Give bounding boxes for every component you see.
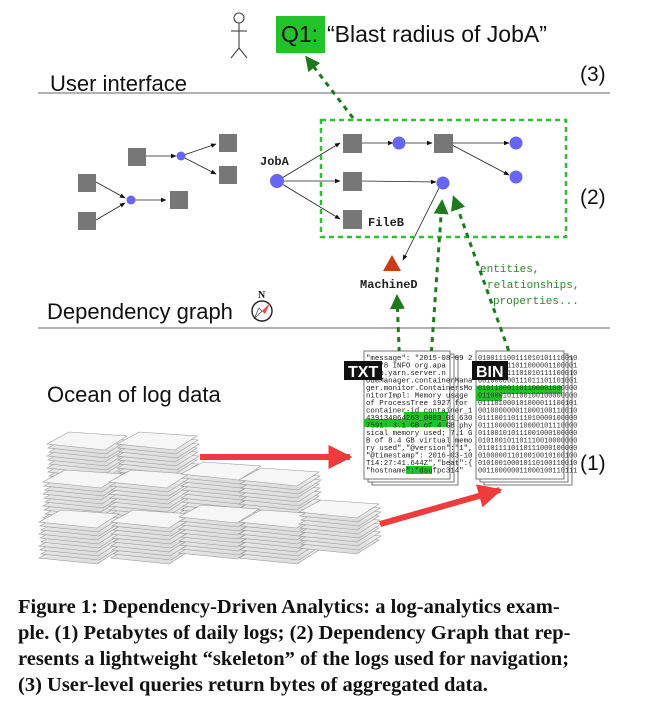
txt-log-line: doop.yarn.server.n bbox=[366, 370, 446, 378]
txt-log-line: sical memory used; 7.1 G bbox=[366, 430, 472, 438]
txt-log-line: 7591: 3.1 GB of 4 GB phy bbox=[366, 423, 473, 431]
bin-log-line: 011000101100100100000000 bbox=[478, 393, 577, 401]
marker-1: (1) bbox=[580, 452, 606, 475]
left-graph-lower bbox=[78, 174, 188, 230]
bin-badge bbox=[472, 361, 508, 380]
marker-2: (2) bbox=[580, 186, 606, 209]
log-to-process-arrow bbox=[428, 199, 449, 373]
graph-annotation: entities, relationships, properties... bbox=[480, 264, 586, 308]
file-node bbox=[343, 172, 362, 191]
file-node bbox=[78, 174, 96, 192]
bin-log-line: 010011100111010101110010 bbox=[478, 355, 577, 363]
txt-log-line: "message": "2015-08-09 2 bbox=[366, 355, 472, 363]
machined-node[interactable] bbox=[383, 255, 401, 271]
process-node bbox=[392, 136, 406, 150]
fileb-node[interactable] bbox=[343, 210, 362, 229]
paper-pile-icon bbox=[298, 499, 382, 555]
bin-log-line: 001000000011000100110010 bbox=[478, 408, 577, 416]
caption-line: ple. (1) Petabytes of daily logs; (2) De… bbox=[18, 622, 571, 644]
main-graph bbox=[270, 134, 523, 271]
machined-label: MachineD bbox=[360, 278, 418, 292]
joba-node[interactable] bbox=[270, 174, 284, 188]
file-node bbox=[343, 134, 362, 153]
fileb-label: FileB bbox=[368, 216, 404, 230]
bin-log-line: 010000011010010010100100 bbox=[478, 453, 577, 461]
layer-label-dependency-graph: Dependency graph bbox=[47, 299, 233, 324]
figure-caption: Figure 1: Dependency-Driven Analytics: a… bbox=[18, 594, 640, 698]
paper-pile-icon bbox=[38, 509, 122, 565]
bin-log-line: 011101000101000011100101 bbox=[478, 400, 577, 408]
txt-log-line: of ProcessTree 1927 for bbox=[366, 400, 468, 408]
bin-log-stack[interactable]: 0100111001110101011100100000111110110000… bbox=[472, 350, 577, 486]
marker-3: (3) bbox=[580, 63, 606, 86]
txt-log-line: nitorImpl: Memory usage bbox=[366, 393, 468, 401]
file-node bbox=[128, 148, 146, 166]
file-node bbox=[434, 134, 453, 153]
paper-pile-icon bbox=[180, 461, 264, 517]
process-node bbox=[509, 170, 523, 184]
query-highlight bbox=[276, 16, 325, 53]
file-node bbox=[219, 166, 237, 184]
left-graph-upper bbox=[128, 134, 237, 184]
txt-log-line: 439134064263_0003_01_630 bbox=[366, 415, 472, 423]
process-node bbox=[176, 151, 186, 161]
txt-log-line: odeManager.containerMana bbox=[366, 378, 473, 386]
txt-log-line: ger.monitor.ContainersMo bbox=[366, 385, 472, 393]
user-stick-figure-icon bbox=[230, 12, 248, 59]
paper-pile-icon bbox=[110, 509, 194, 565]
bin-log-line: 011100000110000101110000 bbox=[478, 423, 577, 431]
dependency-analytics-figure: Q1: “Blast radius of JobA” (3) User inte… bbox=[38, 12, 610, 565]
bin-log-line: 000011111011000001100001 bbox=[478, 363, 577, 371]
bin-log-line: 011100110111010000100000 bbox=[478, 415, 577, 423]
bin-log-line: 001000000111011101101001 bbox=[478, 378, 577, 386]
query-text[interactable]: “Blast radius of JobA” bbox=[327, 21, 547, 47]
bin-log-line: 010110011101010111100010 bbox=[478, 370, 577, 378]
process-node bbox=[436, 176, 450, 190]
bin-log-line: 010110001101100001000000 bbox=[478, 385, 577, 393]
compass-icon: N bbox=[251, 290, 273, 322]
log-paper-piles bbox=[38, 431, 382, 565]
logs-to-bin-arrow bbox=[379, 484, 503, 527]
txt-badge-label: TXT bbox=[348, 364, 378, 381]
txt-log-line: "hostname":"dsufpc314" bbox=[366, 468, 464, 476]
bin-log-line: 010100101101110010000000 bbox=[478, 438, 577, 446]
caption-line: Figure 1: Dependency-Driven Analytics: a… bbox=[18, 596, 560, 618]
bin-to-process-arrow bbox=[450, 195, 514, 361]
selection-to-query-arrow bbox=[305, 55, 355, 119]
txt-log-line: B of 8.4 GB virtual memo bbox=[366, 438, 472, 446]
file-node bbox=[219, 134, 237, 152]
file-node bbox=[78, 212, 96, 230]
svg-text:N: N bbox=[258, 290, 266, 301]
txt-log-line: T14:27:41.644Z","beat":{ bbox=[366, 460, 472, 468]
joba-label: JobA bbox=[260, 155, 290, 169]
caption-line: (3) User-level queries return bytes of a… bbox=[18, 674, 488, 696]
txt-log-stack[interactable]: "message": "2015-08-09 2 7,978 INFO org.… bbox=[344, 350, 473, 486]
query-label[interactable]: Q1: bbox=[281, 21, 318, 47]
txt-log-line: container-id container_1 bbox=[366, 408, 473, 416]
paper-pile-icon bbox=[238, 509, 322, 565]
file-node bbox=[170, 191, 188, 209]
layer-label-user-interface: User interface bbox=[50, 71, 187, 96]
txt-log-line: "@timestamp": 2016-03-10 bbox=[366, 453, 472, 461]
txt-log-line: 7,978 INFO org.apa bbox=[366, 363, 446, 371]
process-node bbox=[126, 195, 136, 205]
process-node bbox=[509, 136, 523, 150]
layer-label-ocean: Ocean of log data bbox=[47, 382, 221, 407]
txt-badge bbox=[344, 361, 382, 380]
bin-log-line: 010100100010110100110010 bbox=[478, 460, 577, 468]
txt-log-line: ry used","@version":"1", bbox=[366, 445, 472, 453]
bin-badge-label: BIN bbox=[476, 364, 504, 381]
bin-log-line: 001100000011000100110111 bbox=[478, 468, 577, 476]
bin-log-line: 011011110110111000100000 bbox=[478, 445, 577, 453]
bin-log-line: 011001010111001000100000 bbox=[478, 430, 577, 438]
caption-line: resents a lightweight “skeleton” of the … bbox=[18, 648, 570, 670]
paper-pile-icon bbox=[178, 504, 262, 560]
